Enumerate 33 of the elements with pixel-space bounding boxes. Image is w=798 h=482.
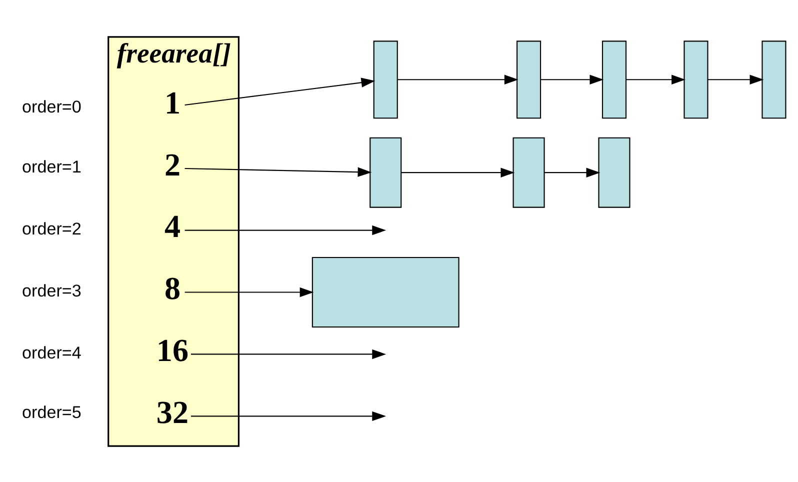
arrow bbox=[184, 166, 372, 176]
node-text: 8 bbox=[164, 270, 180, 306]
node-text: 32 bbox=[156, 394, 188, 430]
node-text: 2 bbox=[164, 146, 180, 182]
node-box bbox=[369, 136, 402, 208]
arrow bbox=[190, 348, 386, 359]
node-box bbox=[601, 40, 626, 118]
label: order=2 bbox=[22, 218, 81, 238]
node-box bbox=[516, 40, 541, 118]
node-text: 1 bbox=[164, 84, 180, 120]
node-box bbox=[311, 256, 459, 327]
node-box bbox=[683, 40, 708, 118]
arrow bbox=[400, 167, 514, 177]
node-box bbox=[761, 40, 786, 118]
arrow bbox=[184, 224, 386, 235]
node-box bbox=[372, 40, 398, 118]
label: order=5 bbox=[22, 402, 81, 422]
arrow bbox=[626, 74, 685, 84]
arrow bbox=[397, 74, 518, 84]
arrow bbox=[707, 74, 764, 84]
arrow bbox=[190, 410, 386, 421]
arrow bbox=[184, 286, 314, 297]
arrow bbox=[540, 74, 604, 84]
label: order=0 bbox=[22, 97, 81, 116]
node-box bbox=[512, 136, 544, 208]
label: order=1 bbox=[22, 156, 81, 176]
label: order=3 bbox=[22, 280, 81, 300]
arrow bbox=[544, 167, 600, 177]
label: order=4 bbox=[22, 342, 81, 362]
node-text: 16 bbox=[156, 332, 188, 368]
node-box bbox=[598, 136, 630, 208]
node-text: 4 bbox=[164, 208, 180, 244]
arrow bbox=[184, 77, 375, 106]
